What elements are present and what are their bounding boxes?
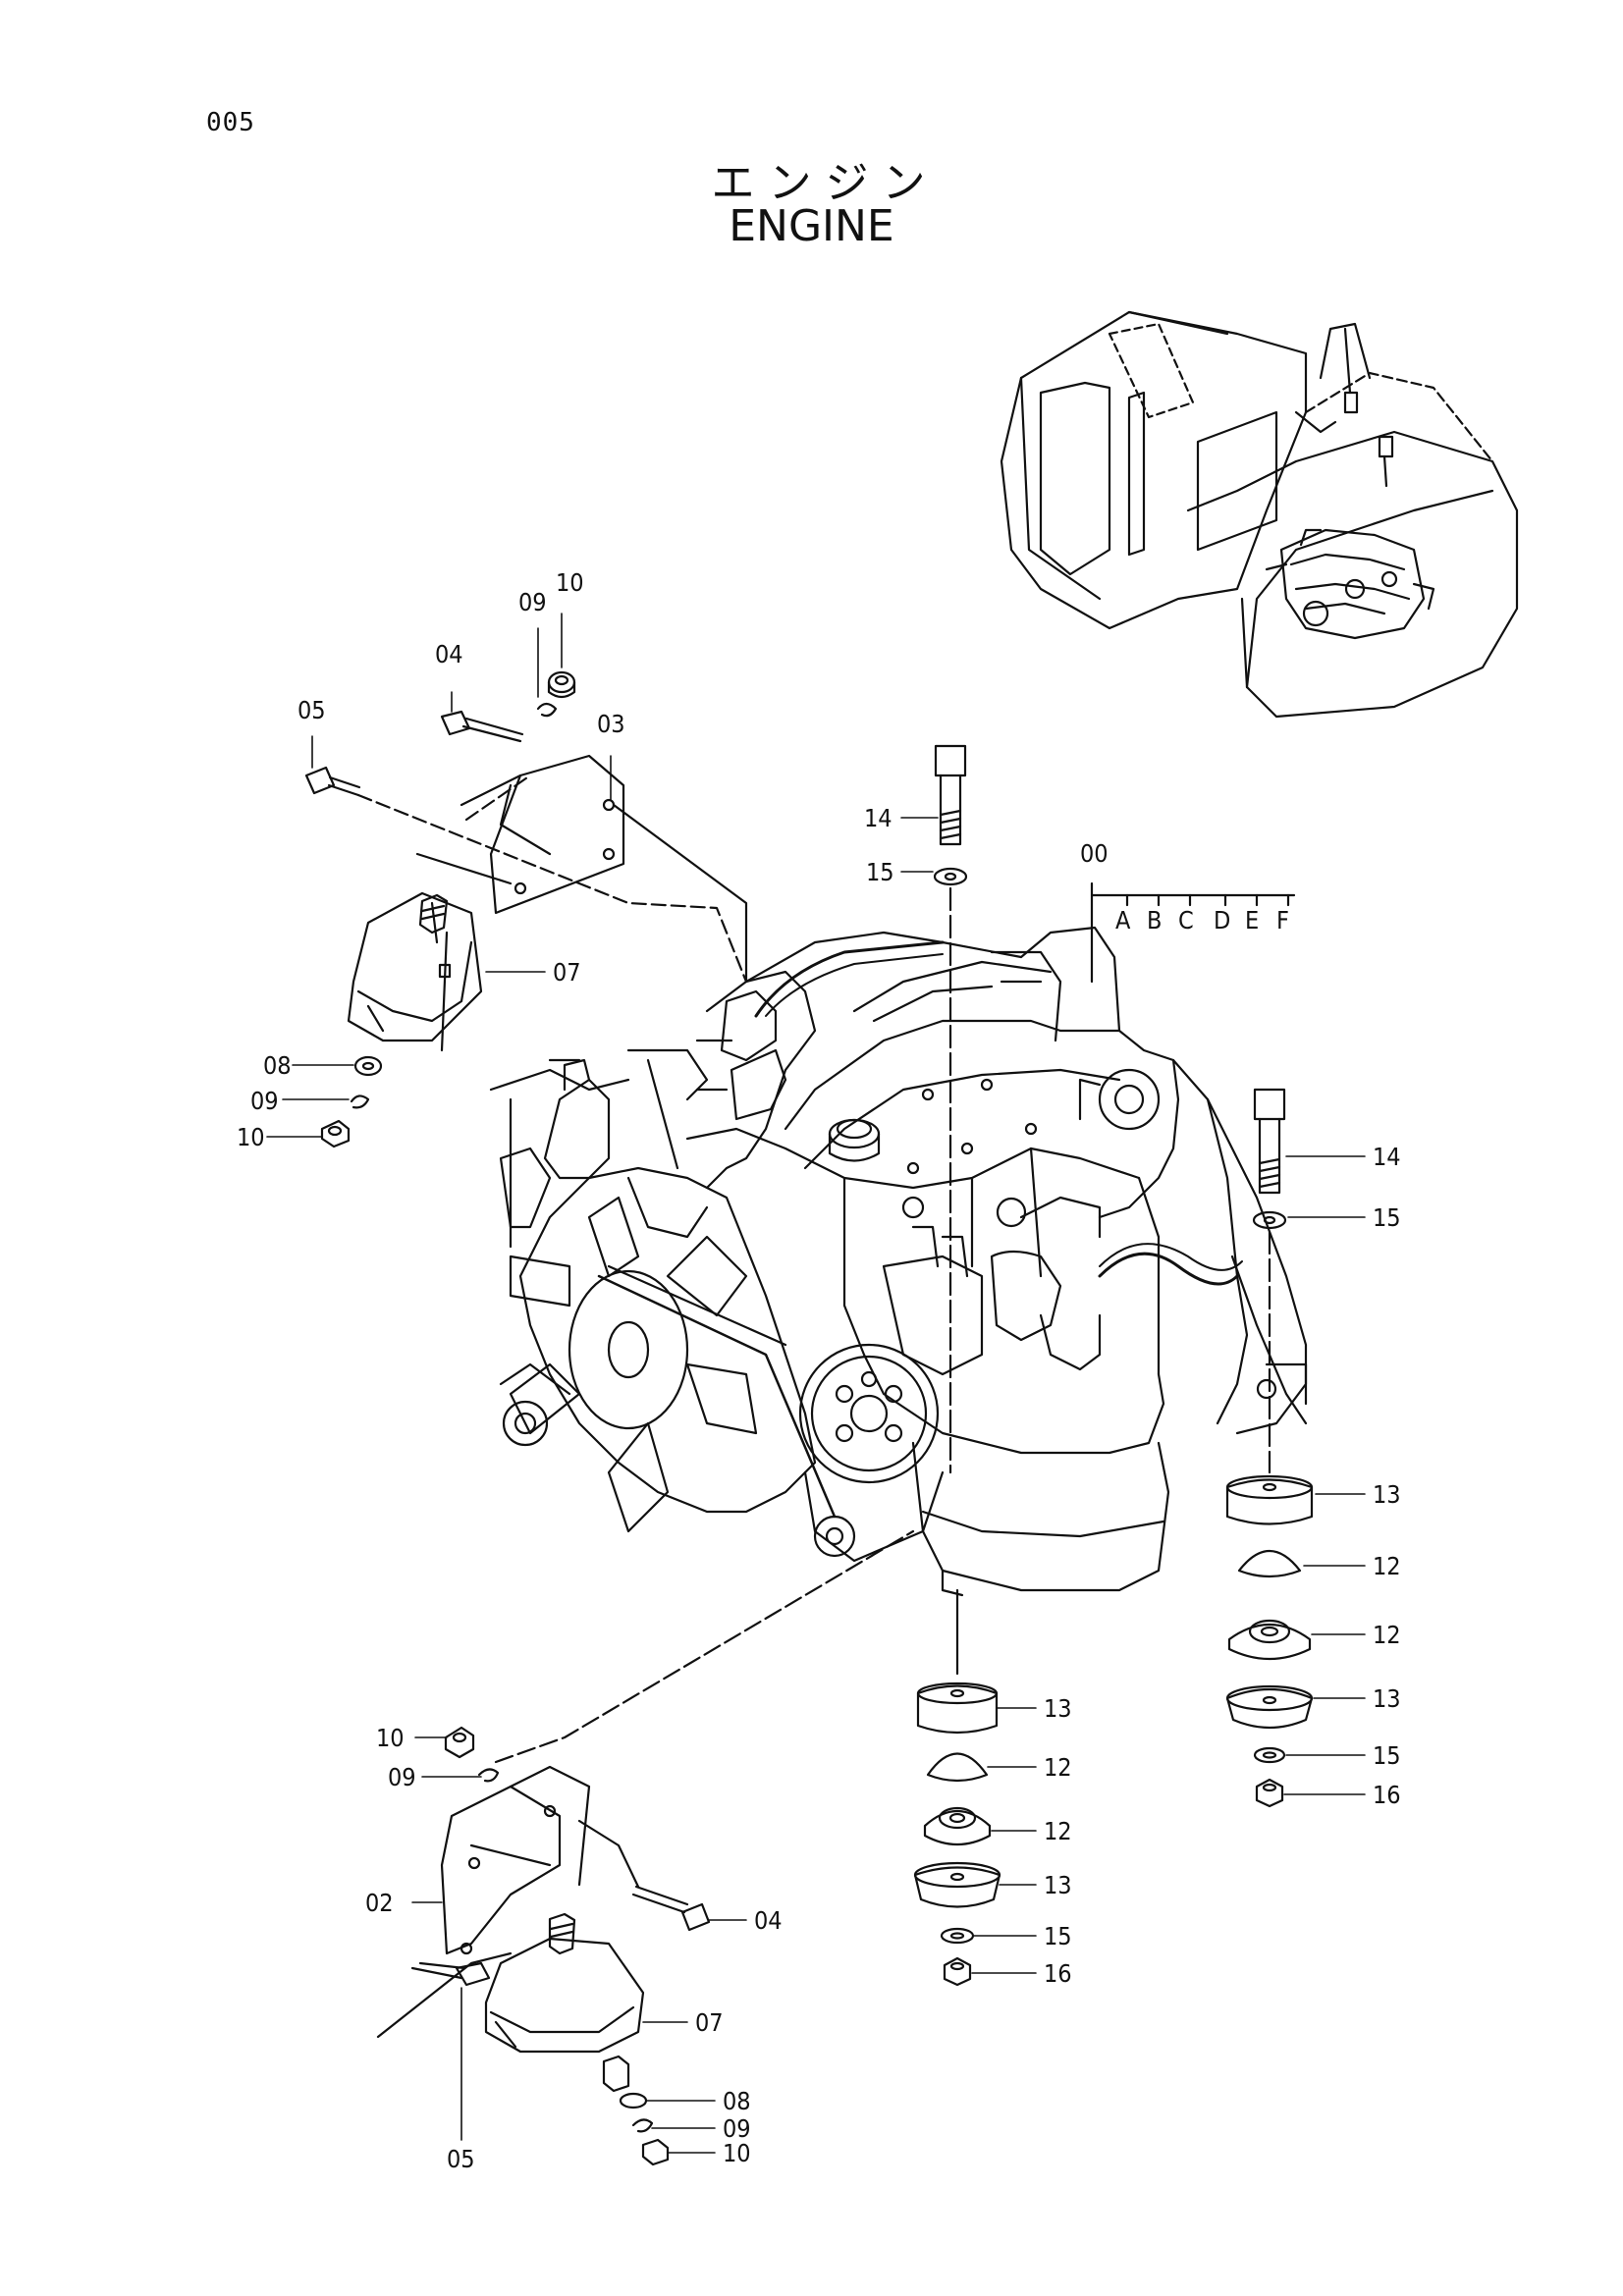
- nut-10-left: [320, 1119, 351, 1148]
- callout-03: 03: [597, 710, 625, 738]
- rubber-mount-07-top: [347, 891, 483, 1042]
- snap-ring-09-left: [350, 1095, 370, 1109]
- crankshaft-pulley: [798, 1343, 940, 1484]
- variant-letter-d: D: [1214, 906, 1230, 934]
- callout-09-top: 09: [518, 588, 547, 616]
- nut-10-bottom: [444, 1726, 475, 1759]
- variant-letter-b: B: [1147, 906, 1162, 934]
- variant-letter-a: A: [1115, 906, 1131, 934]
- nut-16-right: [1255, 1778, 1284, 1808]
- callout-04-top: 04: [435, 640, 463, 668]
- rubber-mount-13c: [1225, 1478, 1314, 1525]
- rubber-cushion-12a: [926, 1752, 989, 1783]
- bolt-05-top: [304, 766, 336, 795]
- washer-08-bottom: [619, 2092, 648, 2109]
- variant-letter-f: F: [1276, 906, 1289, 934]
- callout-16-right: 16: [1373, 1781, 1401, 1809]
- washer-15-right-lower: [1253, 1746, 1286, 1764]
- callout-09-bottom: 09: [388, 1763, 416, 1791]
- rubber-cushion-12c: [1237, 1549, 1302, 1578]
- engine-assembly: [489, 926, 1308, 1597]
- rubber-mount-13d: [1225, 1687, 1314, 1730]
- bolt-14-center: [934, 744, 967, 777]
- callout-08-top: 08: [263, 1051, 292, 1080]
- callout-07-top: 07: [553, 958, 581, 987]
- callout-05-bottom: 05: [447, 2145, 475, 2173]
- rubber-mount-13a: [916, 1684, 999, 1735]
- page-number: 005: [206, 108, 255, 137]
- callout-13-right-a: 13: [1373, 1480, 1401, 1509]
- snap-ring-09-right: [631, 2118, 654, 2133]
- bolt-04-bottom: [680, 1902, 711, 1932]
- nut-10-right: [641, 2138, 670, 2166]
- washer-15-center-lower: [940, 1927, 975, 1945]
- water-pump-pulley: [502, 1400, 549, 1447]
- nut-16-center: [943, 1956, 972, 1987]
- variant-letter-e: E: [1245, 906, 1259, 934]
- callout-12-center-b: 12: [1044, 1817, 1072, 1845]
- cooling-fan: [509, 1196, 758, 1533]
- rubber-cushion-12b: [923, 1809, 992, 1845]
- callout-13-center-b: 13: [1044, 1871, 1072, 1899]
- callout-05-top: 05: [298, 696, 326, 724]
- snap-ring-09-bottom: [477, 1768, 500, 1783]
- callout-00: 00: [1080, 839, 1109, 868]
- callout-15-right: 15: [1373, 1203, 1401, 1232]
- callout-15-center: 15: [866, 858, 894, 886]
- callout-10-bottom: 10: [376, 1724, 405, 1752]
- variant-letters: A B C D E F: [1115, 906, 1289, 934]
- rubber-cushion-12d: [1227, 1623, 1312, 1661]
- title-japanese: エンジン: [711, 158, 940, 208]
- bolt-04-top: [440, 710, 471, 736]
- washer-08-top: [353, 1055, 383, 1077]
- rubber-mount-13b: [913, 1866, 1001, 1908]
- bolt-05-bottom: [455, 1961, 491, 1987]
- right-mount-stack: [1225, 1088, 1314, 1808]
- callout-10-top: 10: [556, 568, 584, 597]
- rear-mount-bracket-group: [304, 670, 748, 1148]
- snap-ring-09-top: [536, 702, 558, 718]
- callout-leaders: [266, 613, 1366, 2154]
- callout-04-bottom: 04: [754, 1906, 783, 1935]
- callout-10-right: 10: [723, 2139, 751, 2167]
- callout-14-right: 14: [1373, 1143, 1401, 1171]
- callout-13-right-b: 13: [1373, 1684, 1401, 1713]
- callout-12-right-a: 12: [1373, 1552, 1401, 1580]
- washer-15-center: [933, 867, 968, 886]
- mount-bracket-02: [440, 1785, 562, 1955]
- callout-15-center-lower: 15: [1044, 1922, 1072, 1950]
- callout-12-right-b: 12: [1373, 1621, 1401, 1649]
- callout-08-bottom: 08: [723, 2087, 751, 2115]
- variant-letter-c: C: [1178, 906, 1194, 934]
- callout-07-bottom: 07: [695, 2008, 724, 2037]
- rubber-mount-07-bottom: [484, 1937, 645, 2054]
- washer-15-right: [1252, 1210, 1287, 1230]
- callout-12-center-a: 12: [1044, 1753, 1072, 1782]
- assembly-variant-bracket: [1090, 881, 1296, 984]
- machine-location-inset: [1000, 310, 1519, 719]
- center-mount-stack: [913, 744, 1001, 1987]
- callout-15-right-lower: 15: [1373, 1741, 1401, 1770]
- callout-13-center-a: 13: [1044, 1694, 1072, 1723]
- title-english: ENGINE: [729, 201, 894, 251]
- bolt-14-right: [1253, 1088, 1286, 1121]
- callout-16-center: 16: [1044, 1959, 1072, 1988]
- callout-09-right: 09: [723, 2114, 751, 2143]
- callout-10-left: 10: [237, 1123, 265, 1151]
- front-mount-bracket-group: [376, 1529, 915, 2166]
- callout-02: 02: [365, 1889, 394, 1917]
- callout-14-center: 14: [864, 804, 893, 832]
- callout-09-left: 09: [250, 1087, 279, 1115]
